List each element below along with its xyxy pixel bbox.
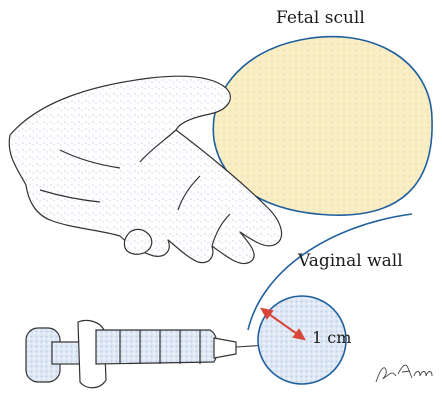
distance-label: 1 cm [312, 328, 351, 347]
fetal-skull-label: Fetal scull [276, 8, 365, 28]
vaginal-wall-label: Vaginal wall [298, 251, 403, 271]
signature [376, 365, 432, 382]
